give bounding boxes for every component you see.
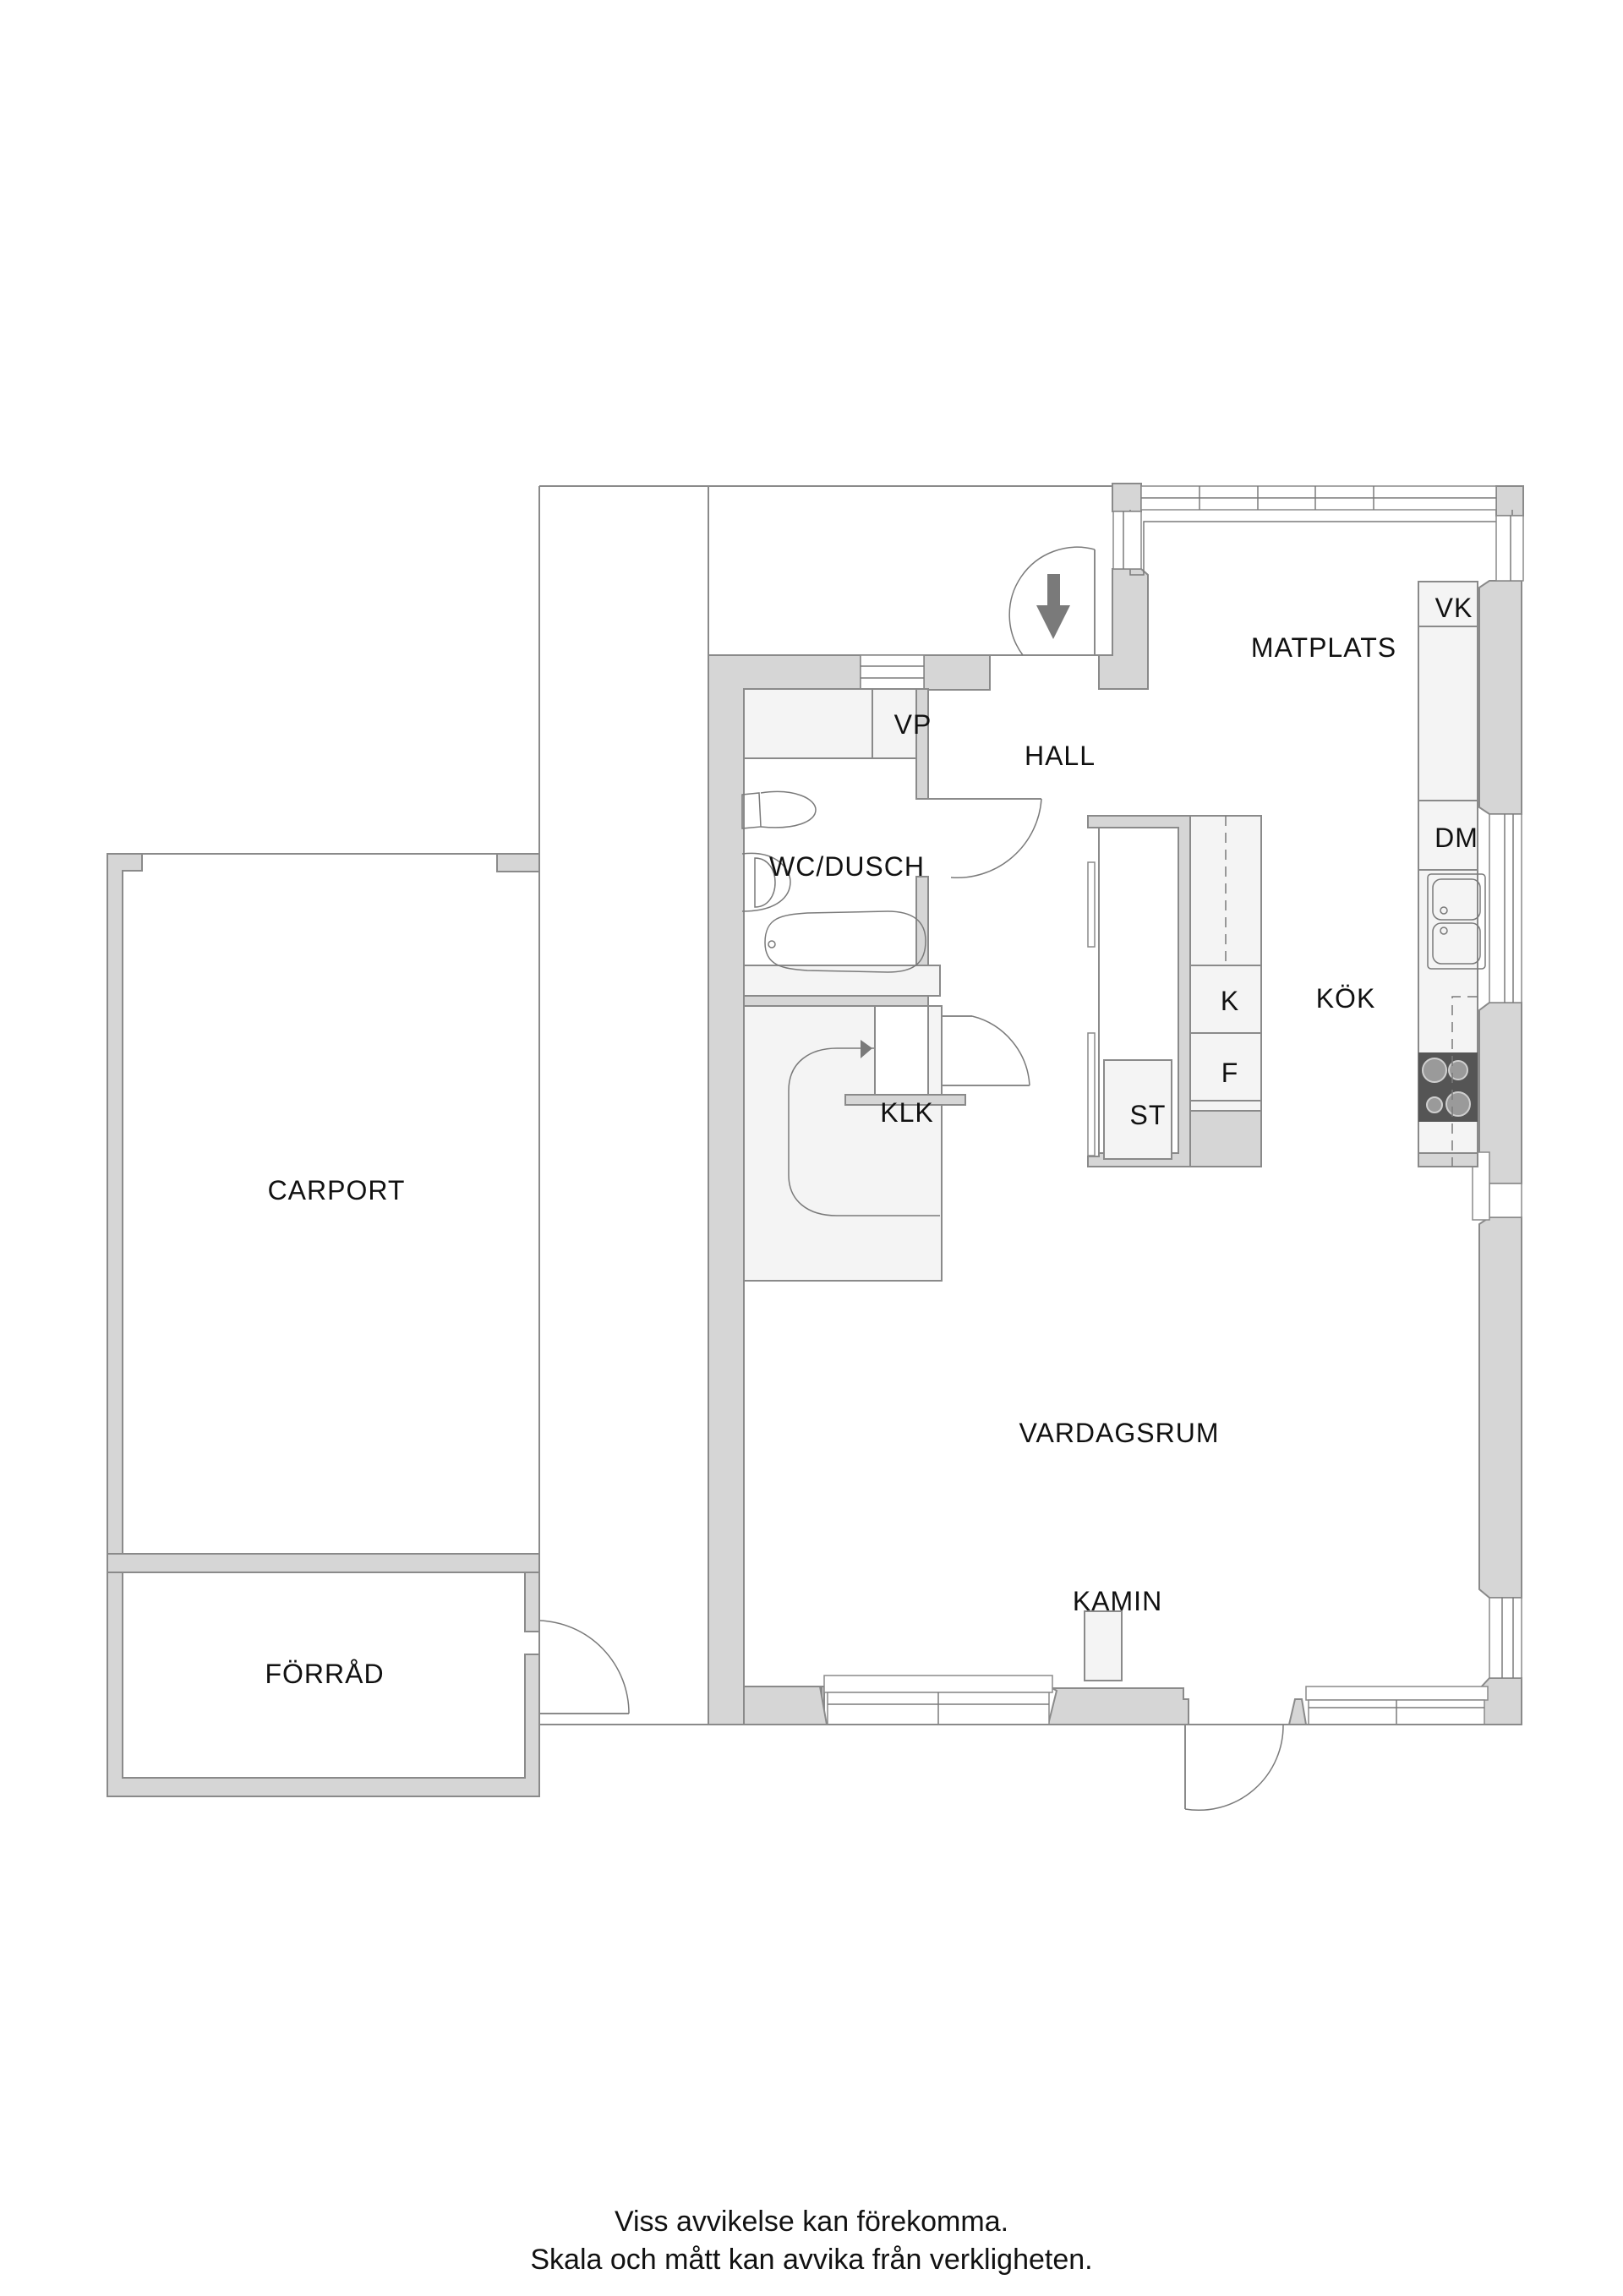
bathroom (741, 688, 941, 1063)
disclaimer-line-2: Skala och mått kan avvika från verklighe… (530, 2244, 1093, 2276)
disclaimer-line-1: Viss avvikelse kan förekomma. (614, 2206, 1009, 2238)
room-labels: MATPLATS VK VP HALL WC/DUSCH DM K KÖK F … (265, 593, 1478, 1689)
carport (107, 853, 540, 1797)
label-hall: HALL (1025, 741, 1096, 771)
label-vk: VK (1435, 593, 1473, 623)
label-kok: KÖK (1316, 983, 1376, 1014)
kitchen-island (1087, 815, 1262, 1167)
label-wc-dusch: WC/DUSCH (769, 851, 925, 882)
label-vardagsrum: VARDAGSRUM (1019, 1418, 1220, 1448)
label-dm: DM (1434, 823, 1478, 853)
label-forrad: FÖRRÅD (265, 1659, 384, 1689)
label-st: ST (1130, 1100, 1167, 1130)
label-carport: CARPORT (268, 1175, 406, 1205)
windows (539, 485, 1524, 1725)
doors (538, 546, 1284, 1812)
label-f: F (1221, 1058, 1239, 1088)
label-klk: KLK (880, 1097, 933, 1128)
closet (743, 1005, 966, 1282)
label-vp: VP (894, 709, 932, 740)
label-matplats: MATPLATS (1251, 632, 1396, 663)
arrow-down-icon (1036, 574, 1070, 639)
label-kamin: KAMIN (1073, 1586, 1162, 1616)
house-walls (708, 483, 1524, 1725)
kitchen-counter (1418, 581, 1486, 1167)
fireplace (1084, 1610, 1123, 1681)
label-k: K (1221, 986, 1239, 1016)
